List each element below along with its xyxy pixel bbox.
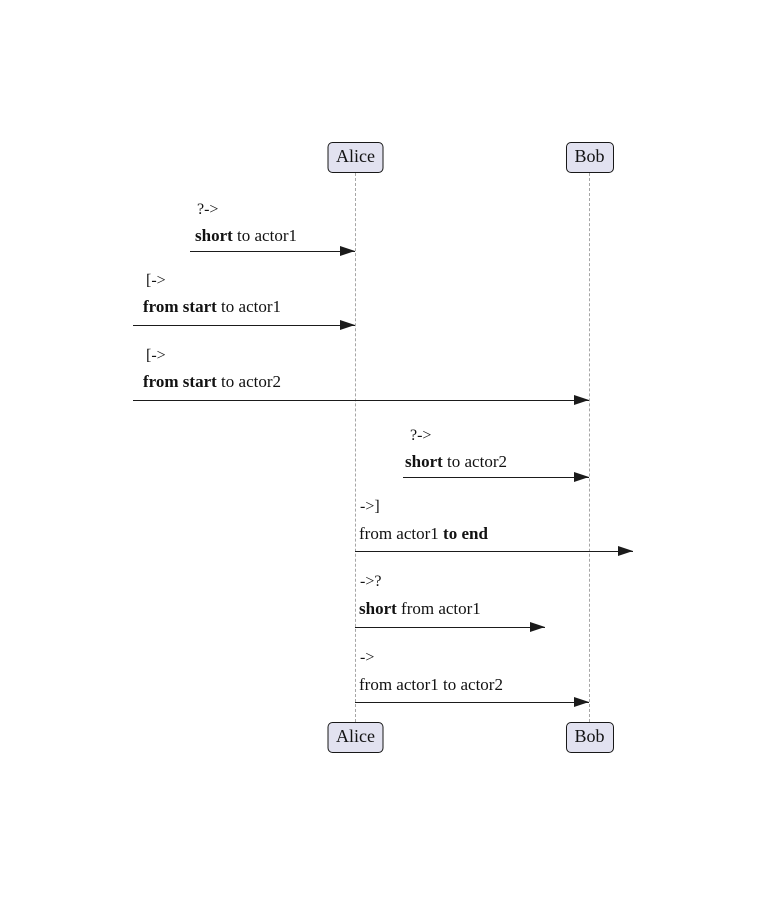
message-4-label-rest: to actor2: [442, 452, 507, 471]
message-6-operator: ->?: [360, 573, 382, 590]
actor-box-alice-top: Alice: [327, 142, 384, 173]
lifeline-alice: [355, 173, 356, 722]
message-6-arrow-line: [355, 627, 545, 629]
message-1-operator: ?->: [197, 201, 219, 218]
message-1-label-bold: short: [195, 226, 233, 245]
actor-box-alice-bottom: Alice: [327, 722, 384, 753]
message-5-label: from actor1 to end: [359, 524, 488, 544]
message-3-arrowhead-icon: [574, 395, 589, 406]
lifeline-bob: [589, 173, 590, 722]
message-7-arrowhead-icon: [574, 697, 589, 708]
message-4-arrowhead-icon: [574, 472, 589, 483]
message-5-operator: ->]: [360, 498, 380, 515]
message-2-arrow-line: [133, 325, 355, 327]
message-7-label-text: from actor1 to actor2: [359, 675, 503, 694]
message-7-label: from actor1 to actor2: [359, 675, 503, 695]
message-6-arrowhead-icon: [530, 622, 545, 633]
message-6-label: short from actor1: [359, 599, 481, 619]
message-3-label: from start to actor2: [143, 372, 281, 392]
message-7-operator: ->: [360, 649, 375, 666]
message-2-label-bold: from start: [143, 297, 217, 316]
message-7-arrow-line: [355, 702, 589, 704]
message-2-label-rest: to actor1: [216, 297, 281, 316]
message-1-label: short to actor1: [195, 226, 297, 246]
actor-box-bob-bottom: Bob: [565, 722, 614, 753]
message-4-label-bold: short: [405, 452, 443, 471]
message-5-label-pre: from actor1: [359, 524, 444, 543]
message-5-arrow-line: [355, 551, 633, 553]
message-3-label-rest: to actor2: [216, 372, 281, 391]
message-3-label-bold: from start: [143, 372, 217, 391]
message-6-label-rest: from actor1: [396, 599, 481, 618]
message-5-arrowhead-icon: [618, 546, 633, 557]
message-3-arrow-line: [133, 400, 589, 402]
actor-box-bob-top: Bob: [565, 142, 614, 173]
message-3-operator: [->: [146, 347, 166, 364]
message-1-arrowhead-icon: [340, 246, 355, 257]
message-1-label-rest: to actor1: [232, 226, 297, 245]
message-1-arrow-line: [190, 251, 355, 253]
message-4-operator: ?->: [410, 427, 432, 444]
message-6-label-bold: short: [359, 599, 397, 618]
message-2-operator: [->: [146, 272, 166, 289]
message-5-label-bold: to end: [443, 524, 488, 543]
message-4-label: short to actor2: [405, 452, 507, 472]
message-4-arrow-line: [403, 477, 589, 479]
message-2-arrowhead-icon: [340, 320, 355, 331]
message-2-label: from start to actor1: [143, 297, 281, 317]
